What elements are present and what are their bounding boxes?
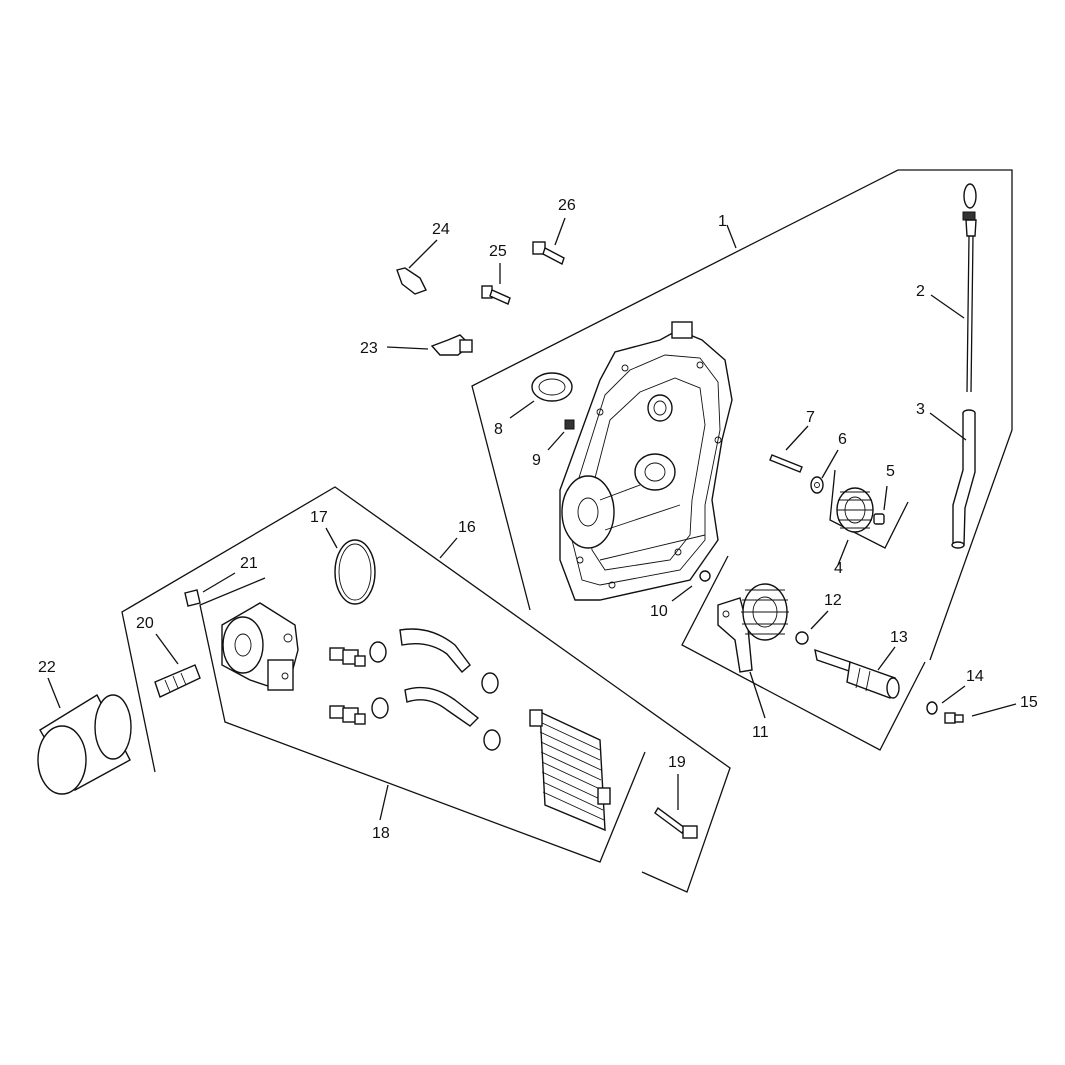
callout-10: 10 — [650, 603, 668, 620]
o-ring-pump — [795, 631, 809, 645]
hose-fitting-lower — [329, 705, 366, 725]
callout-5: 5 — [886, 463, 895, 480]
oil-cooler — [529, 709, 611, 832]
dipstick — [962, 183, 977, 393]
callout-3: 3 — [916, 401, 925, 418]
callout-13: 13 — [890, 629, 908, 646]
callout-22: 22 — [38, 659, 56, 676]
callout-1: 1 — [718, 213, 727, 230]
hose-clamp-lower-left — [371, 697, 389, 719]
callout-6: 6 — [838, 431, 847, 448]
oil-filter-adapter — [221, 602, 299, 691]
hose-lower — [404, 686, 480, 727]
gear-case-cover — [559, 321, 733, 601]
setscrew — [564, 419, 575, 430]
callout-24: 24 — [432, 221, 450, 238]
callout-25: 25 — [489, 243, 507, 260]
callout-14: 14 — [966, 668, 984, 685]
plug — [184, 589, 201, 607]
hose-upper — [399, 628, 471, 673]
hose-clamp-upper-left — [369, 641, 387, 663]
callout-23: 23 — [360, 340, 378, 357]
washer — [926, 701, 938, 715]
group-outline-4 — [829, 469, 909, 549]
callout-21: 21 — [240, 555, 258, 572]
callout-16: 16 — [458, 519, 476, 536]
callout-12: 12 — [824, 592, 842, 609]
callout-2: 2 — [916, 283, 925, 300]
callout-19: 19 — [668, 754, 686, 771]
group-outline-11 — [681, 555, 926, 751]
callout-7: 7 — [806, 409, 815, 426]
callout-26: 26 — [558, 197, 576, 214]
hose-clamp-upper-right — [481, 672, 499, 694]
callout-17: 17 — [310, 509, 328, 526]
o-ring-small — [699, 570, 711, 582]
group-outline-1 — [471, 169, 1013, 661]
hose-fitting-upper — [329, 647, 366, 667]
pump-pin — [873, 513, 885, 525]
leader-lines — [47, 217, 1017, 821]
drain-plug — [944, 712, 964, 724]
screw-25 — [481, 285, 511, 305]
dipstick-tube — [951, 409, 976, 549]
pressure-relief-valve — [814, 648, 900, 699]
oil-pump-gear — [836, 487, 874, 533]
screw-26 — [532, 241, 565, 266]
callout-18: 18 — [372, 825, 390, 842]
thrust-washer — [810, 476, 824, 494]
oil-pump-assembly — [717, 583, 789, 673]
shaft-pin — [769, 454, 803, 473]
filter-nipple — [154, 664, 201, 698]
callout-9: 9 — [532, 452, 541, 469]
filter-adapter-o-ring — [334, 539, 376, 605]
callout-11: 11 — [752, 724, 769, 741]
callout-8: 8 — [494, 421, 503, 438]
oil-seal — [531, 372, 573, 402]
callout-15: 15 — [1020, 694, 1038, 711]
mounting-bolt — [654, 806, 698, 839]
hose-clamp-lower-right — [483, 729, 501, 751]
oil-pressure-switch — [396, 267, 427, 295]
oil-filter — [37, 694, 132, 795]
callout-20: 20 — [136, 615, 154, 632]
callout-labels: 1 2 3 4 5 6 7 8 9 10 11 12 13 14 15 16 1… — [38, 197, 1038, 842]
callout-4: 4 — [834, 560, 843, 577]
elbow-fitting — [430, 334, 473, 356]
group-outline-16 — [121, 486, 731, 893]
group-outline-18 — [199, 577, 646, 863]
